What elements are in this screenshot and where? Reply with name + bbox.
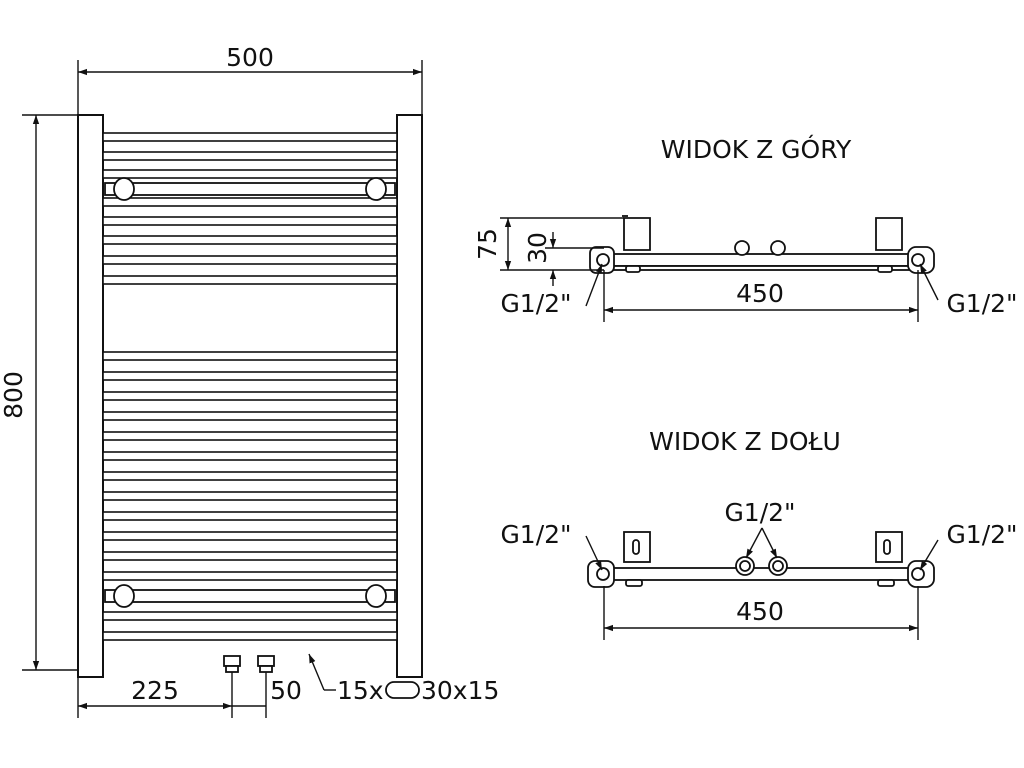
tube-17 [102, 511, 398, 521]
top-depth-label: 75 [473, 228, 502, 260]
tube-13 [102, 431, 398, 441]
front-view [77, 114, 423, 678]
tube-21 [102, 611, 398, 621]
tube-6 [102, 235, 398, 245]
tube-16 [102, 491, 398, 501]
tube-11 [102, 391, 398, 401]
right-post [396, 114, 423, 678]
tube-18 [102, 531, 398, 541]
top-view-dimensions [500, 217, 939, 322]
tube-2 [102, 151, 398, 161]
front-dimensions [22, 60, 423, 718]
oval-tube-symbol [385, 681, 420, 699]
spacing-dimension-label: 50 [270, 676, 302, 705]
tube-group [102, 132, 398, 641]
bottom-view-dimensions [585, 527, 939, 640]
bottom-thread-center-label: G1/2" [724, 498, 795, 527]
top-view-labels: 75 30 450 G1/2" G1/2" [473, 228, 1018, 318]
tube-9 [102, 351, 398, 361]
tube-15 [102, 471, 398, 481]
top-view [589, 215, 935, 274]
bottom-span-label: 450 [736, 597, 784, 626]
tube-7 [102, 255, 398, 265]
bottom-thread-left-label: G1/2" [500, 520, 571, 549]
width-dimension-label: 500 [226, 43, 274, 72]
bottom-view [587, 531, 935, 588]
tube-10 [102, 371, 398, 381]
tube-size-label: 30x15 [421, 676, 499, 705]
bottom-view-title: WIDOK Z DOŁU [649, 427, 841, 456]
front-labels: 500 800 225 50 15x 30x15 [0, 43, 499, 705]
top-thread-right-label: G1/2" [946, 289, 1017, 318]
towel-bar-top [104, 177, 396, 201]
bottom-view-labels: 450 G1/2" G1/2" G1/2" [500, 498, 1017, 626]
tube-19 [102, 551, 398, 561]
tube-14 [102, 451, 398, 461]
tube-22 [102, 631, 398, 641]
tube-1 [102, 132, 398, 142]
top-view-title: WIDOK Z GÓRY [661, 134, 852, 164]
top-thread-left-label: G1/2" [500, 289, 571, 318]
tube-3 [102, 169, 398, 179]
offset-dimension-label: 225 [131, 676, 179, 705]
top-span-label: 450 [736, 279, 784, 308]
tube-count-label: 15x [337, 676, 384, 705]
bottom-thread-right-label: G1/2" [946, 520, 1017, 549]
tube-5 [102, 216, 398, 226]
top-offset-label: 30 [523, 232, 552, 264]
height-dimension-label: 800 [0, 371, 28, 419]
towel-bar-bottom [104, 584, 396, 608]
left-post [77, 114, 104, 678]
connection-stubs [223, 655, 275, 673]
tube-12 [102, 411, 398, 421]
tube-8 [102, 275, 398, 285]
tube-20 [102, 571, 398, 581]
tube-4 [102, 197, 398, 207]
